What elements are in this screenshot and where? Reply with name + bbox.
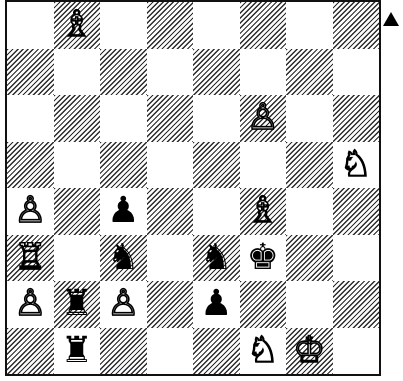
square-f5[interactable]	[240, 142, 287, 189]
square-c1[interactable]	[100, 328, 147, 375]
square-d5[interactable]	[147, 142, 194, 189]
black-knight-icon[interactable]: ♞	[193, 240, 240, 276]
square-c8[interactable]	[100, 2, 147, 49]
square-h6[interactable]	[333, 95, 380, 142]
square-d4[interactable]	[147, 188, 194, 235]
square-b7[interactable]	[54, 49, 101, 96]
square-c5[interactable]	[100, 142, 147, 189]
square-a3[interactable]: ♖	[7, 235, 54, 282]
square-h5[interactable]: ♘	[333, 142, 380, 189]
square-g4[interactable]	[286, 188, 333, 235]
square-f8[interactable]	[240, 2, 287, 49]
square-b8[interactable]: ♗	[54, 2, 101, 49]
square-e1[interactable]	[193, 328, 240, 375]
square-h4[interactable]	[333, 188, 380, 235]
white-rook-icon[interactable]: ♖	[7, 240, 54, 276]
square-a2[interactable]: ♙	[7, 281, 54, 328]
white-pawn-icon[interactable]: ♙	[7, 193, 54, 229]
square-a5[interactable]	[7, 142, 54, 189]
black-knight-icon[interactable]: ♞	[100, 240, 147, 276]
black-pawn-icon[interactable]: ♟	[100, 193, 147, 229]
square-g2[interactable]	[286, 281, 333, 328]
square-h3[interactable]	[333, 235, 380, 282]
white-knight-icon[interactable]: ♘	[240, 333, 287, 369]
square-c2[interactable]: ♙	[100, 281, 147, 328]
square-b3[interactable]	[54, 235, 101, 282]
square-b6[interactable]	[54, 95, 101, 142]
square-h1[interactable]	[333, 328, 380, 375]
square-g3[interactable]	[286, 235, 333, 282]
square-a6[interactable]	[7, 95, 54, 142]
square-f6[interactable]: ♙	[240, 95, 287, 142]
square-e5[interactable]	[193, 142, 240, 189]
black-king-icon[interactable]: ♚	[240, 240, 287, 276]
white-bishop-icon[interactable]: ♗	[54, 7, 101, 43]
square-a8[interactable]	[7, 2, 54, 49]
square-f4[interactable]: ♗	[240, 188, 287, 235]
square-d6[interactable]	[147, 95, 194, 142]
side-to-move-icon	[383, 12, 399, 26]
square-h8[interactable]	[333, 2, 380, 49]
white-knight-icon[interactable]: ♘	[333, 147, 380, 183]
square-d1[interactable]	[147, 328, 194, 375]
square-d7[interactable]	[147, 49, 194, 96]
square-f7[interactable]	[240, 49, 287, 96]
black-pawn-icon[interactable]: ♟	[193, 286, 240, 322]
square-f2[interactable]	[240, 281, 287, 328]
white-pawn-icon[interactable]: ♙	[100, 286, 147, 322]
square-g7[interactable]	[286, 49, 333, 96]
square-g1[interactable]: ♔	[286, 328, 333, 375]
square-f3[interactable]: ♚	[240, 235, 287, 282]
square-e7[interactable]	[193, 49, 240, 96]
black-rook-icon[interactable]: ♜	[54, 286, 101, 322]
square-e2[interactable]: ♟	[193, 281, 240, 328]
square-g8[interactable]	[286, 2, 333, 49]
square-e6[interactable]	[193, 95, 240, 142]
square-h2[interactable]	[333, 281, 380, 328]
square-b5[interactable]	[54, 142, 101, 189]
square-g5[interactable]	[286, 142, 333, 189]
square-g6[interactable]	[286, 95, 333, 142]
chessboard: ♗♙♘♙♟♗♖♞♞♚♙♜♙♟♜♘♔	[5, 0, 381, 376]
square-b4[interactable]	[54, 188, 101, 235]
square-b2[interactable]: ♜	[54, 281, 101, 328]
square-b1[interactable]: ♜	[54, 328, 101, 375]
square-c4[interactable]: ♟	[100, 188, 147, 235]
square-c7[interactable]	[100, 49, 147, 96]
board-frame: ♗♙♘♙♟♗♖♞♞♚♙♜♙♟♜♘♔	[0, 0, 383, 381]
white-pawn-icon[interactable]: ♙	[240, 100, 287, 136]
square-a1[interactable]	[7, 328, 54, 375]
square-f1[interactable]: ♘	[240, 328, 287, 375]
square-e8[interactable]	[193, 2, 240, 49]
square-d8[interactable]	[147, 2, 194, 49]
square-d3[interactable]	[147, 235, 194, 282]
square-h7[interactable]	[333, 49, 380, 96]
square-e3[interactable]: ♞	[193, 235, 240, 282]
white-king-icon[interactable]: ♔	[286, 333, 333, 369]
square-d2[interactable]	[147, 281, 194, 328]
white-bishop-icon[interactable]: ♗	[240, 193, 287, 229]
square-c6[interactable]	[100, 95, 147, 142]
square-a4[interactable]: ♙	[7, 188, 54, 235]
black-rook-icon[interactable]: ♜	[54, 333, 101, 369]
square-a7[interactable]	[7, 49, 54, 96]
square-e4[interactable]	[193, 188, 240, 235]
white-pawn-icon[interactable]: ♙	[7, 286, 54, 322]
square-c3[interactable]: ♞	[100, 235, 147, 282]
